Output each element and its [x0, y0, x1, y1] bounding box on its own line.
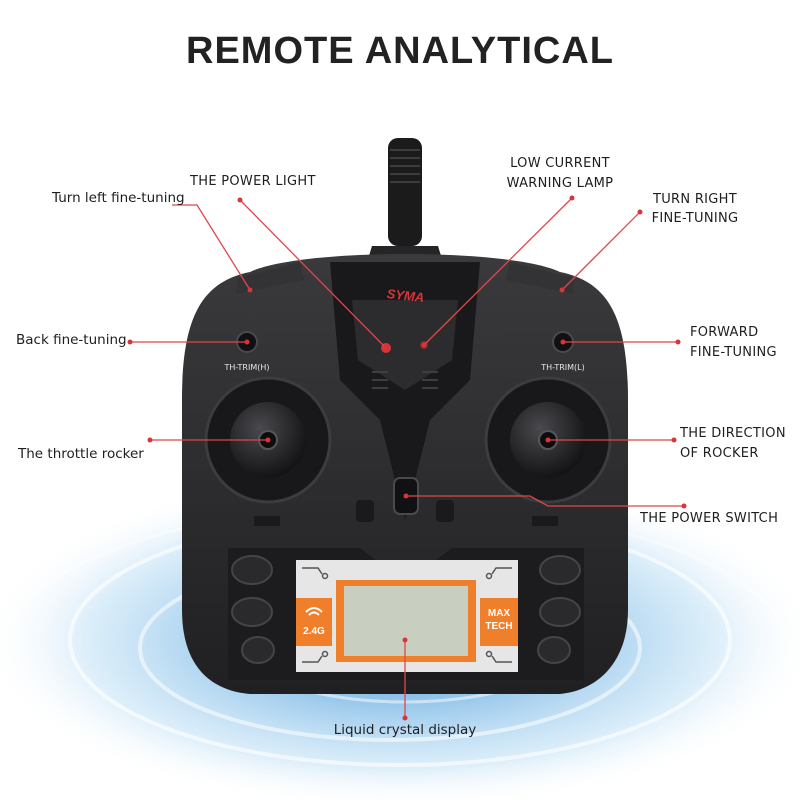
leader-lines: [130, 197, 684, 718]
badge-left-text: 2.4G: [303, 626, 325, 637]
label-forward-line1: FORWARD: [690, 325, 759, 340]
label-forward-line2: FINE-TUNING: [690, 345, 777, 360]
leader-turn-right: [561, 211, 641, 291]
leader-low-current: [423, 197, 573, 346]
wifi-icon: [305, 607, 323, 616]
leader-power-switch: [406, 495, 684, 507]
trim-right-label: TH-TRIM(L): [540, 363, 584, 372]
label-throttle: The throttle rocker: [18, 446, 144, 462]
label-low-current-line1: LOW CURRENT: [510, 156, 610, 171]
leader-power-light: [239, 199, 387, 349]
label-power-switch: THE POWER SWITCH: [640, 511, 779, 526]
badge-right-line1: MAX: [488, 608, 511, 619]
label-low-current-line2: WARNING LAMP: [506, 176, 614, 191]
label-turn-right-line2: FINE-TUNING: [651, 211, 739, 226]
leader-turn-left: [172, 204, 251, 291]
label-direction-line2: OF ROCKER: [680, 446, 759, 461]
badge-right-line2: TECH: [485, 621, 512, 632]
label-back-tuning: Back fine-tuning: [16, 332, 127, 348]
label-direction-line1: THE DIRECTION: [680, 426, 786, 441]
label-turn-left: Turn left fine-tuning: [52, 190, 185, 206]
brand-logo: SYMA: [386, 286, 425, 305]
label-lcd: Liquid crystal display: [333, 722, 477, 738]
label-power-light: THE POWER LIGHT: [190, 174, 316, 189]
trim-left-label: TH-TRIM(H): [223, 363, 269, 372]
remote-body: [182, 254, 628, 694]
page-title: REMOTE ANALYTICAL: [186, 30, 614, 72]
antenna: [364, 138, 446, 272]
leader-dots: [127, 195, 687, 721]
label-turn-right-line1: TURN RIGHT: [652, 192, 737, 207]
